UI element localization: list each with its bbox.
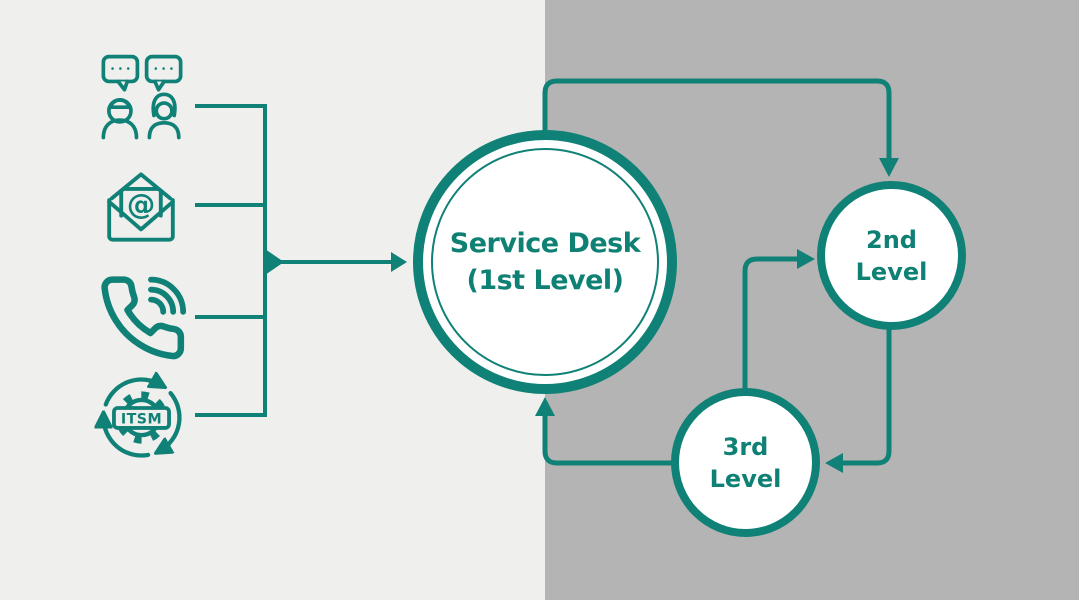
level3-to-level2-arrow: [742, 249, 815, 390]
phone-call-icon: [101, 276, 187, 360]
level2-label-line2: Level: [855, 257, 928, 286]
level3-label-line2: Level: [709, 464, 782, 493]
arrowhead-up: [535, 397, 555, 416]
service-desk-label: Service Desk (1st Level): [449, 225, 641, 299]
junction-triangle: [265, 249, 284, 275]
service-desk-label-line2: (1st Level): [466, 265, 624, 296]
level2-label: 2nd Level: [856, 224, 928, 288]
level3-node: 3rd Level: [671, 388, 820, 537]
level3-to-service-desk-arrow: [535, 397, 672, 466]
service-desk-node: Service Desk (1st Level): [413, 130, 677, 394]
arrowhead-left: [825, 453, 843, 473]
itsm-badge-label: ITSM: [121, 412, 162, 428]
service-desk-inner-ring: [431, 148, 659, 376]
service-desk-label-line1: Service Desk: [449, 228, 641, 259]
email-at-icon: @: [107, 172, 175, 242]
level3-label-line1: 3rd: [722, 432, 769, 461]
level3-label: 3rd Level: [710, 431, 782, 495]
chat-people-icon: [101, 54, 183, 140]
service-desk-to-level2-arrow: [542, 78, 899, 177]
arrowhead-down: [879, 158, 899, 177]
level2-label-line1: 2nd: [866, 225, 917, 254]
itsm-gear-refresh-icon: ITSM: [94, 370, 182, 458]
level2-to-level3-arrow: [825, 329, 892, 473]
collector-to-service-desk-arrow: [265, 249, 407, 275]
arrowhead-right: [391, 252, 407, 272]
level2-node: 2nd Level: [817, 181, 966, 330]
arrowhead-right: [797, 249, 815, 269]
svg-text:@: @: [127, 188, 155, 221]
channel-feeder-lines: [195, 104, 267, 417]
